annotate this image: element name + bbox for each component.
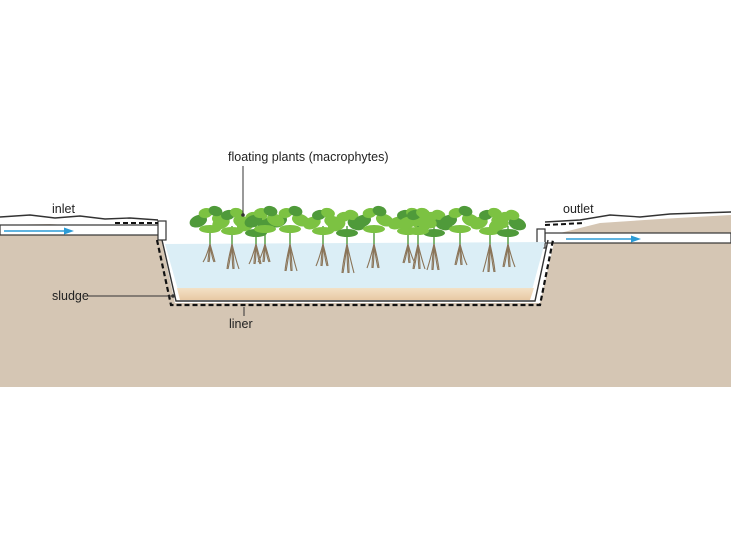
sludge-leader-dot	[171, 294, 175, 298]
macrophyte-plant-icon	[398, 207, 437, 270]
macrophyte-plant-icon	[488, 209, 527, 268]
outlet-flow-arrow-icon	[566, 235, 641, 243]
inlet-pipe	[0, 224, 161, 236]
macrophyte-plant-icon	[244, 205, 285, 263]
outlet-label: outlet	[563, 202, 594, 216]
macrophyte-plant-icon	[212, 207, 251, 270]
inlet-flow-arrow-icon	[4, 227, 74, 235]
inlet-label: inlet	[52, 202, 75, 216]
pond-wall	[161, 239, 549, 302]
inlet-bank-surface	[0, 214, 159, 221]
liner-line	[155, 239, 555, 307]
macrophyte-plant-icon	[439, 205, 480, 266]
liner-label: liner	[229, 317, 253, 331]
sludge-layer	[177, 288, 534, 300]
outlet-bank-liner	[544, 222, 586, 226]
ground	[0, 215, 731, 387]
plants-leader-dot	[241, 213, 245, 217]
floating-plants-group	[189, 205, 527, 274]
macrophyte-plant-icon	[353, 205, 394, 269]
sludge-label: sludge	[52, 289, 89, 303]
floating-plants-label: floating plants (macrophytes)	[228, 150, 389, 164]
water	[165, 242, 545, 290]
inlet-flange	[157, 220, 167, 241]
outlet-bank-surface	[544, 211, 731, 223]
